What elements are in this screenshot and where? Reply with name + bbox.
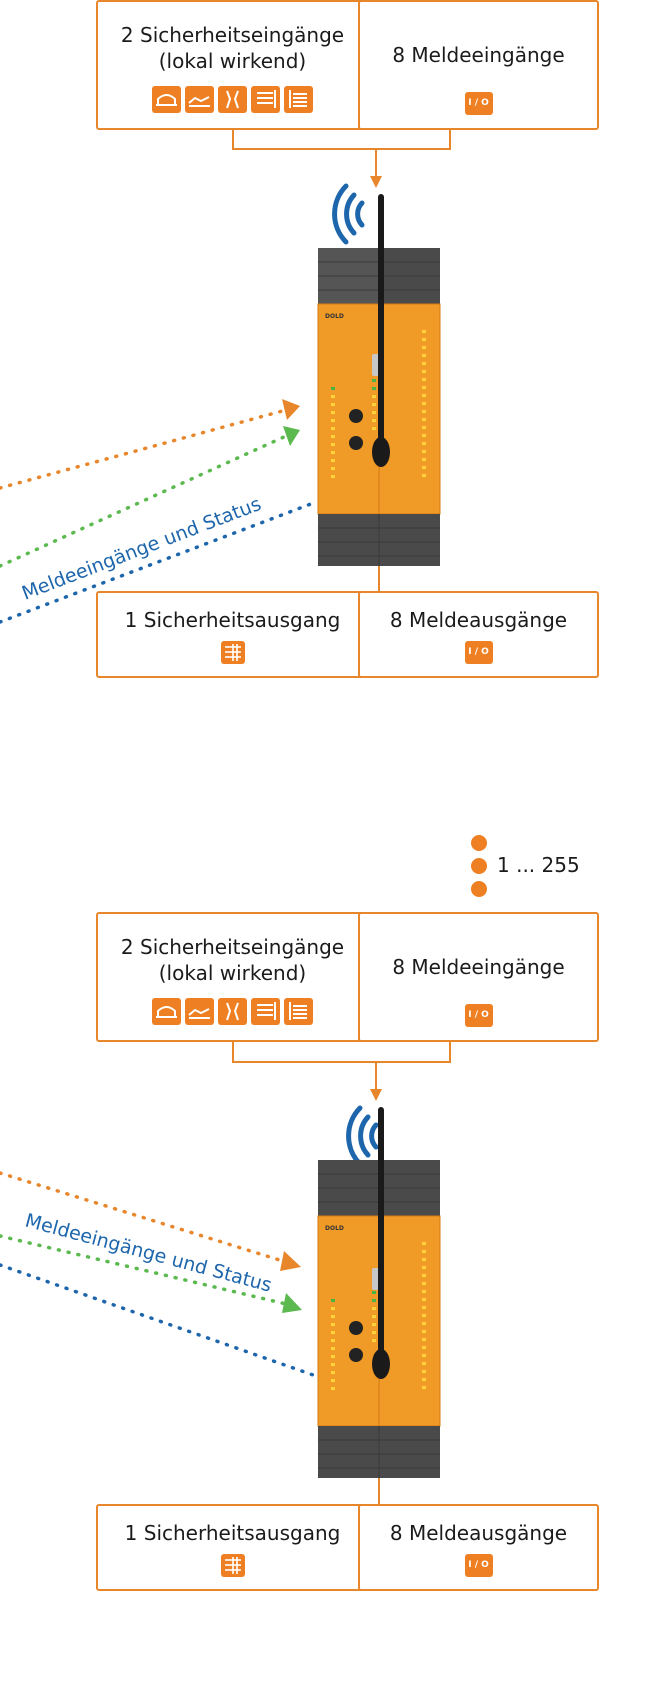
wireless-signal-icon: [332, 183, 365, 245]
top-safety-inputs-line2: (lokal wirkend): [158, 49, 307, 73]
bottom-status-label: Meldeeingänge und Status: [23, 1210, 274, 1297]
door-switch-icon: [218, 998, 247, 1025]
bottom-safety-inputs-line2: (lokal wirkend): [158, 961, 307, 985]
safety-mat-icon: [152, 86, 181, 113]
top-signal-outputs-label: 8 Meldeausgänge: [389, 608, 568, 632]
top-safety-output-box: 1 Sicherheitsausgang: [96, 591, 369, 678]
light-curtain-icon: [284, 998, 313, 1025]
bottom-signal-inputs-label: 8 Meldeeingänge: [392, 955, 565, 979]
svg-text:DOLD: DOLD: [325, 1225, 344, 1232]
top-signal-inputs-box: 8 Meldeeingänge I / O: [358, 0, 599, 130]
wireless-signal-icon-bottom: [346, 1105, 379, 1167]
light-curtain-icon: [284, 86, 313, 113]
bottom-safety-inputs-line1: 2 Sicherheitseingänge: [120, 935, 345, 959]
top-dotted-lines: [0, 399, 318, 624]
top-signal-outputs-box: 8 Meldeausgänge I / O: [358, 591, 599, 678]
io-icon: I / O: [464, 1554, 493, 1577]
edge-sensor-icon: [185, 86, 214, 113]
safety-relay-icon: [220, 641, 245, 664]
top-safety-sensor-icons: [98, 86, 367, 113]
light-grid-icon: [251, 86, 280, 113]
bottom-input-connector: [232, 1042, 451, 1101]
bottom-safety-sensor-icons: [98, 998, 367, 1025]
io-icon: I / O: [464, 92, 493, 115]
instance-count-label: 1 ... 255: [497, 853, 580, 877]
top-safety-inputs-line1: 2 Sicherheitseingänge: [120, 23, 345, 47]
top-signal-inputs-label: 8 Meldeeingänge: [392, 43, 565, 67]
top-safety-inputs-box: 2 Sicherheitseingänge (lokal wirkend): [96, 0, 369, 130]
top-input-connector: [232, 129, 451, 188]
edge-sensor-icon: [185, 998, 214, 1025]
io-icon: I / O: [464, 1004, 493, 1027]
io-icon: I / O: [464, 641, 493, 664]
instance-count-dots: [471, 835, 487, 897]
svg-text:DOLD: DOLD: [325, 313, 344, 320]
device-module-top: DOLD: [317, 194, 441, 566]
bottom-safety-output-box: 1 Sicherheitsausgang: [96, 1504, 369, 1591]
safety-mat-icon: [152, 998, 181, 1025]
door-switch-icon: [218, 86, 247, 113]
device-module-bottom: DOLD: [317, 1107, 441, 1478]
bottom-safety-output-label: 1 Sicherheitsausgang: [124, 1521, 341, 1545]
bottom-signal-outputs-box: 8 Meldeausgänge I / O: [358, 1504, 599, 1591]
bottom-signal-outputs-label: 8 Meldeausgänge: [389, 1521, 568, 1545]
light-grid-icon: [251, 998, 280, 1025]
bottom-dotted-lines: [0, 1171, 318, 1378]
top-safety-output-label: 1 Sicherheitsausgang: [124, 608, 341, 632]
top-status-label: Meldeeingänge und Status: [19, 493, 264, 605]
bottom-signal-inputs-box: 8 Meldeeingänge I / O: [358, 912, 599, 1042]
bottom-safety-inputs-box: 2 Sicherheitseingänge (lokal wirkend): [96, 912, 369, 1042]
safety-relay-icon: [220, 1554, 245, 1577]
